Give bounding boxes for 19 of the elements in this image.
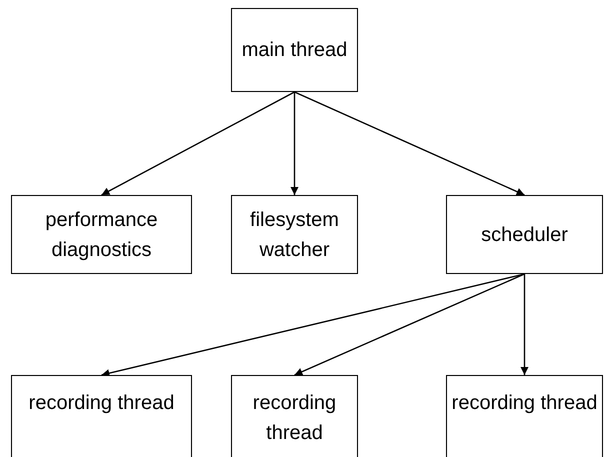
node-label: performance diagnostics (44, 208, 159, 262)
process-box (446, 375, 603, 457)
arrow (101, 91, 295, 196)
node-label: scheduler (481, 222, 568, 248)
node-label: recording thread (452, 391, 598, 416)
node-label: recording thread (252, 391, 338, 446)
process-box (11, 375, 192, 457)
node-label: recording thread (28, 391, 174, 416)
process-box (446, 195, 603, 274)
arrow (290, 92, 298, 195)
process-box (11, 195, 192, 274)
arrow (294, 273, 525, 376)
process-box (231, 375, 358, 457)
process-box (231, 8, 358, 92)
arrow (294, 91, 525, 196)
node-label: filesystem watcher (249, 208, 340, 262)
arrow (520, 274, 528, 375)
process-box (231, 195, 358, 274)
node-label: main thread (242, 38, 348, 63)
